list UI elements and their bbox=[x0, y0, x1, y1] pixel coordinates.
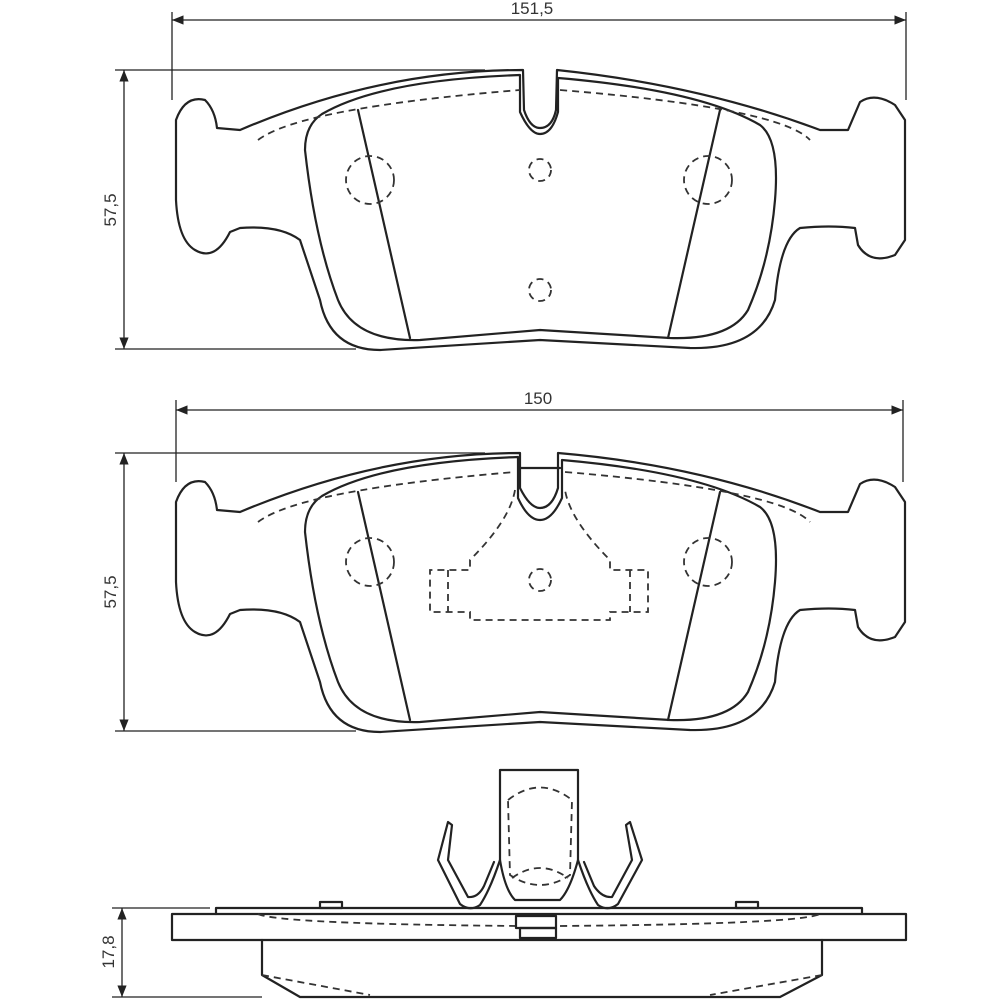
side-view-brake-pad bbox=[170, 768, 908, 999]
middle-view-brake-pad bbox=[174, 451, 907, 734]
middle-hidden-clip bbox=[429, 489, 649, 621]
side-tab-right bbox=[734, 900, 760, 910]
top-hidden-hole-right bbox=[683, 155, 733, 205]
middle-chamfer-line-right bbox=[666, 490, 722, 722]
side-shim bbox=[214, 906, 864, 916]
side-thickness-dimension: 17,8 bbox=[99, 907, 262, 998]
side-spring-clip-hidden-inner bbox=[511, 867, 569, 879]
side-friction-material bbox=[260, 938, 824, 999]
middle-height-label: 57,5 bbox=[101, 575, 120, 608]
side-spring-leg-right bbox=[576, 820, 644, 910]
top-backing-plate-outline bbox=[174, 68, 907, 352]
middle-width-dimension: 150 bbox=[175, 389, 904, 482]
middle-chamfer-line-left bbox=[356, 490, 412, 722]
side-center-pin-base bbox=[518, 926, 558, 940]
top-chamfer-line-right bbox=[666, 108, 722, 340]
side-center-pin bbox=[514, 914, 558, 930]
top-chamfer-line-left bbox=[356, 108, 412, 340]
middle-friction-material bbox=[303, 455, 778, 724]
top-hidden-pin-upper bbox=[528, 158, 552, 182]
top-hidden-pin-lower bbox=[528, 278, 552, 302]
middle-backing-plate-outline bbox=[174, 451, 907, 734]
middle-hidden-hole-right bbox=[683, 537, 733, 587]
side-spring-leg-left bbox=[436, 820, 502, 910]
top-height-dimension: 57,5 bbox=[101, 69, 485, 350]
side-tab-left bbox=[318, 900, 344, 910]
side-hidden-shim-line bbox=[257, 913, 821, 927]
top-height-label: 57,5 bbox=[101, 193, 120, 226]
top-view-brake-pad bbox=[174, 68, 907, 352]
side-spring-clip-body bbox=[498, 768, 580, 902]
middle-hidden-contour bbox=[257, 471, 811, 523]
middle-hidden-hole-left bbox=[345, 537, 395, 587]
middle-width-label: 150 bbox=[524, 389, 552, 408]
top-hidden-contour bbox=[257, 89, 811, 141]
side-spring-clip-hidden bbox=[507, 786, 573, 886]
middle-height-dimension: 57,5 bbox=[101, 452, 485, 732]
side-backing-plate bbox=[170, 912, 908, 942]
side-thickness-label: 17,8 bbox=[99, 935, 118, 968]
side-hidden-friction-edge bbox=[261, 974, 823, 996]
top-friction-material bbox=[303, 73, 778, 342]
top-hidden-hole-left bbox=[345, 155, 395, 205]
top-width-dimension: 151,5 bbox=[171, 0, 907, 100]
top-width-label: 151,5 bbox=[511, 0, 554, 18]
middle-hidden-pin bbox=[528, 568, 552, 592]
